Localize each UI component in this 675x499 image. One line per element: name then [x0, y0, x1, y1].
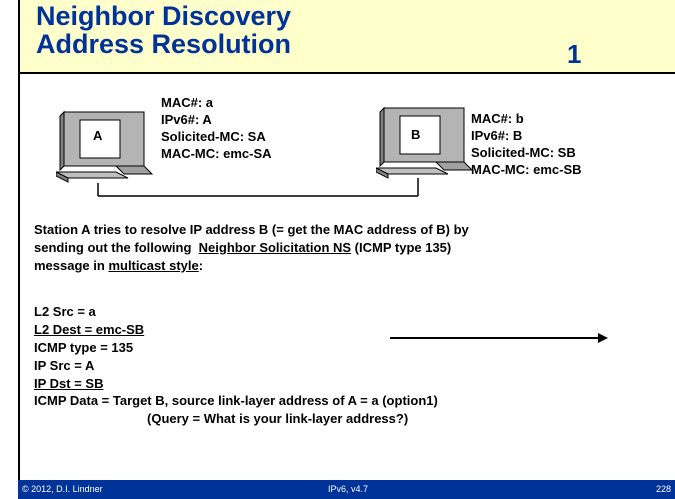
title-line-2: Address Resolution	[36, 29, 292, 59]
description-line-2-suffix: (ICMP type 135)	[351, 240, 452, 255]
description-line-3-suffix: :	[198, 258, 204, 273]
station-a-label: A	[93, 128, 103, 143]
footer-page-number: 228	[656, 484, 672, 494]
description-line-1: Station A tries to resolve IP address B …	[34, 222, 469, 237]
packet-ip-src: IP Src = A	[34, 358, 95, 373]
computer-b-icon	[376, 106, 474, 179]
description-line-2: sending out the following Neighbor Solic…	[34, 240, 451, 256]
packet-icmp-type: ICMP type = 135	[34, 340, 134, 355]
footer-copyright: © 2012, D.I. Lindner	[22, 484, 103, 494]
packet-l2-dest: L2 Dest = emc-SB	[34, 322, 145, 337]
station-a-mac: MAC#: a	[161, 95, 214, 110]
station-b-mac: MAC#: b	[471, 111, 524, 126]
title-bar	[18, 0, 675, 74]
packet-ip-dst: IP Dst = SB	[34, 376, 104, 391]
footer-bar: © 2012, D.I. Lindner IPv6, v4.7 228	[18, 480, 675, 499]
description-line-2-text: sending out the following	[34, 240, 199, 255]
left-border	[18, 0, 20, 480]
description-line-3-text: message in	[34, 258, 109, 273]
packet-l2-src: L2 Src = a	[34, 304, 96, 319]
station-a-mac-mc: MAC-MC: emc-SA	[161, 146, 272, 161]
station-b-label: B	[411, 127, 421, 142]
station-a-solicited-mc: Solicited-MC: SA	[161, 129, 266, 144]
packet-query: (Query = What is your link-layer address…	[147, 411, 409, 426]
multicast-style-term: multicast style	[108, 258, 199, 273]
packet-icmp-data: ICMP Data = Target B, source link-layer …	[34, 393, 438, 408]
station-b-ipv6: IPv6#: B	[471, 128, 523, 143]
description-line-3: message in multicast style:	[34, 258, 203, 274]
station-b-mac-mc: MAC-MC: emc-SB	[471, 162, 582, 177]
neighbor-solicitation-term: Neighbor Solicitation NS	[198, 240, 352, 255]
arrow-head	[598, 333, 608, 343]
station-b-solicited-mc: Solicited-MC: SB	[471, 145, 576, 160]
footer-version: IPv6, v4.7	[328, 484, 369, 494]
title-line-1: Neighbor Discovery	[36, 1, 292, 31]
computer-a-icon	[56, 110, 154, 183]
slide-number: 1	[567, 39, 582, 69]
station-a-ipv6: IPv6#: A	[161, 112, 212, 127]
